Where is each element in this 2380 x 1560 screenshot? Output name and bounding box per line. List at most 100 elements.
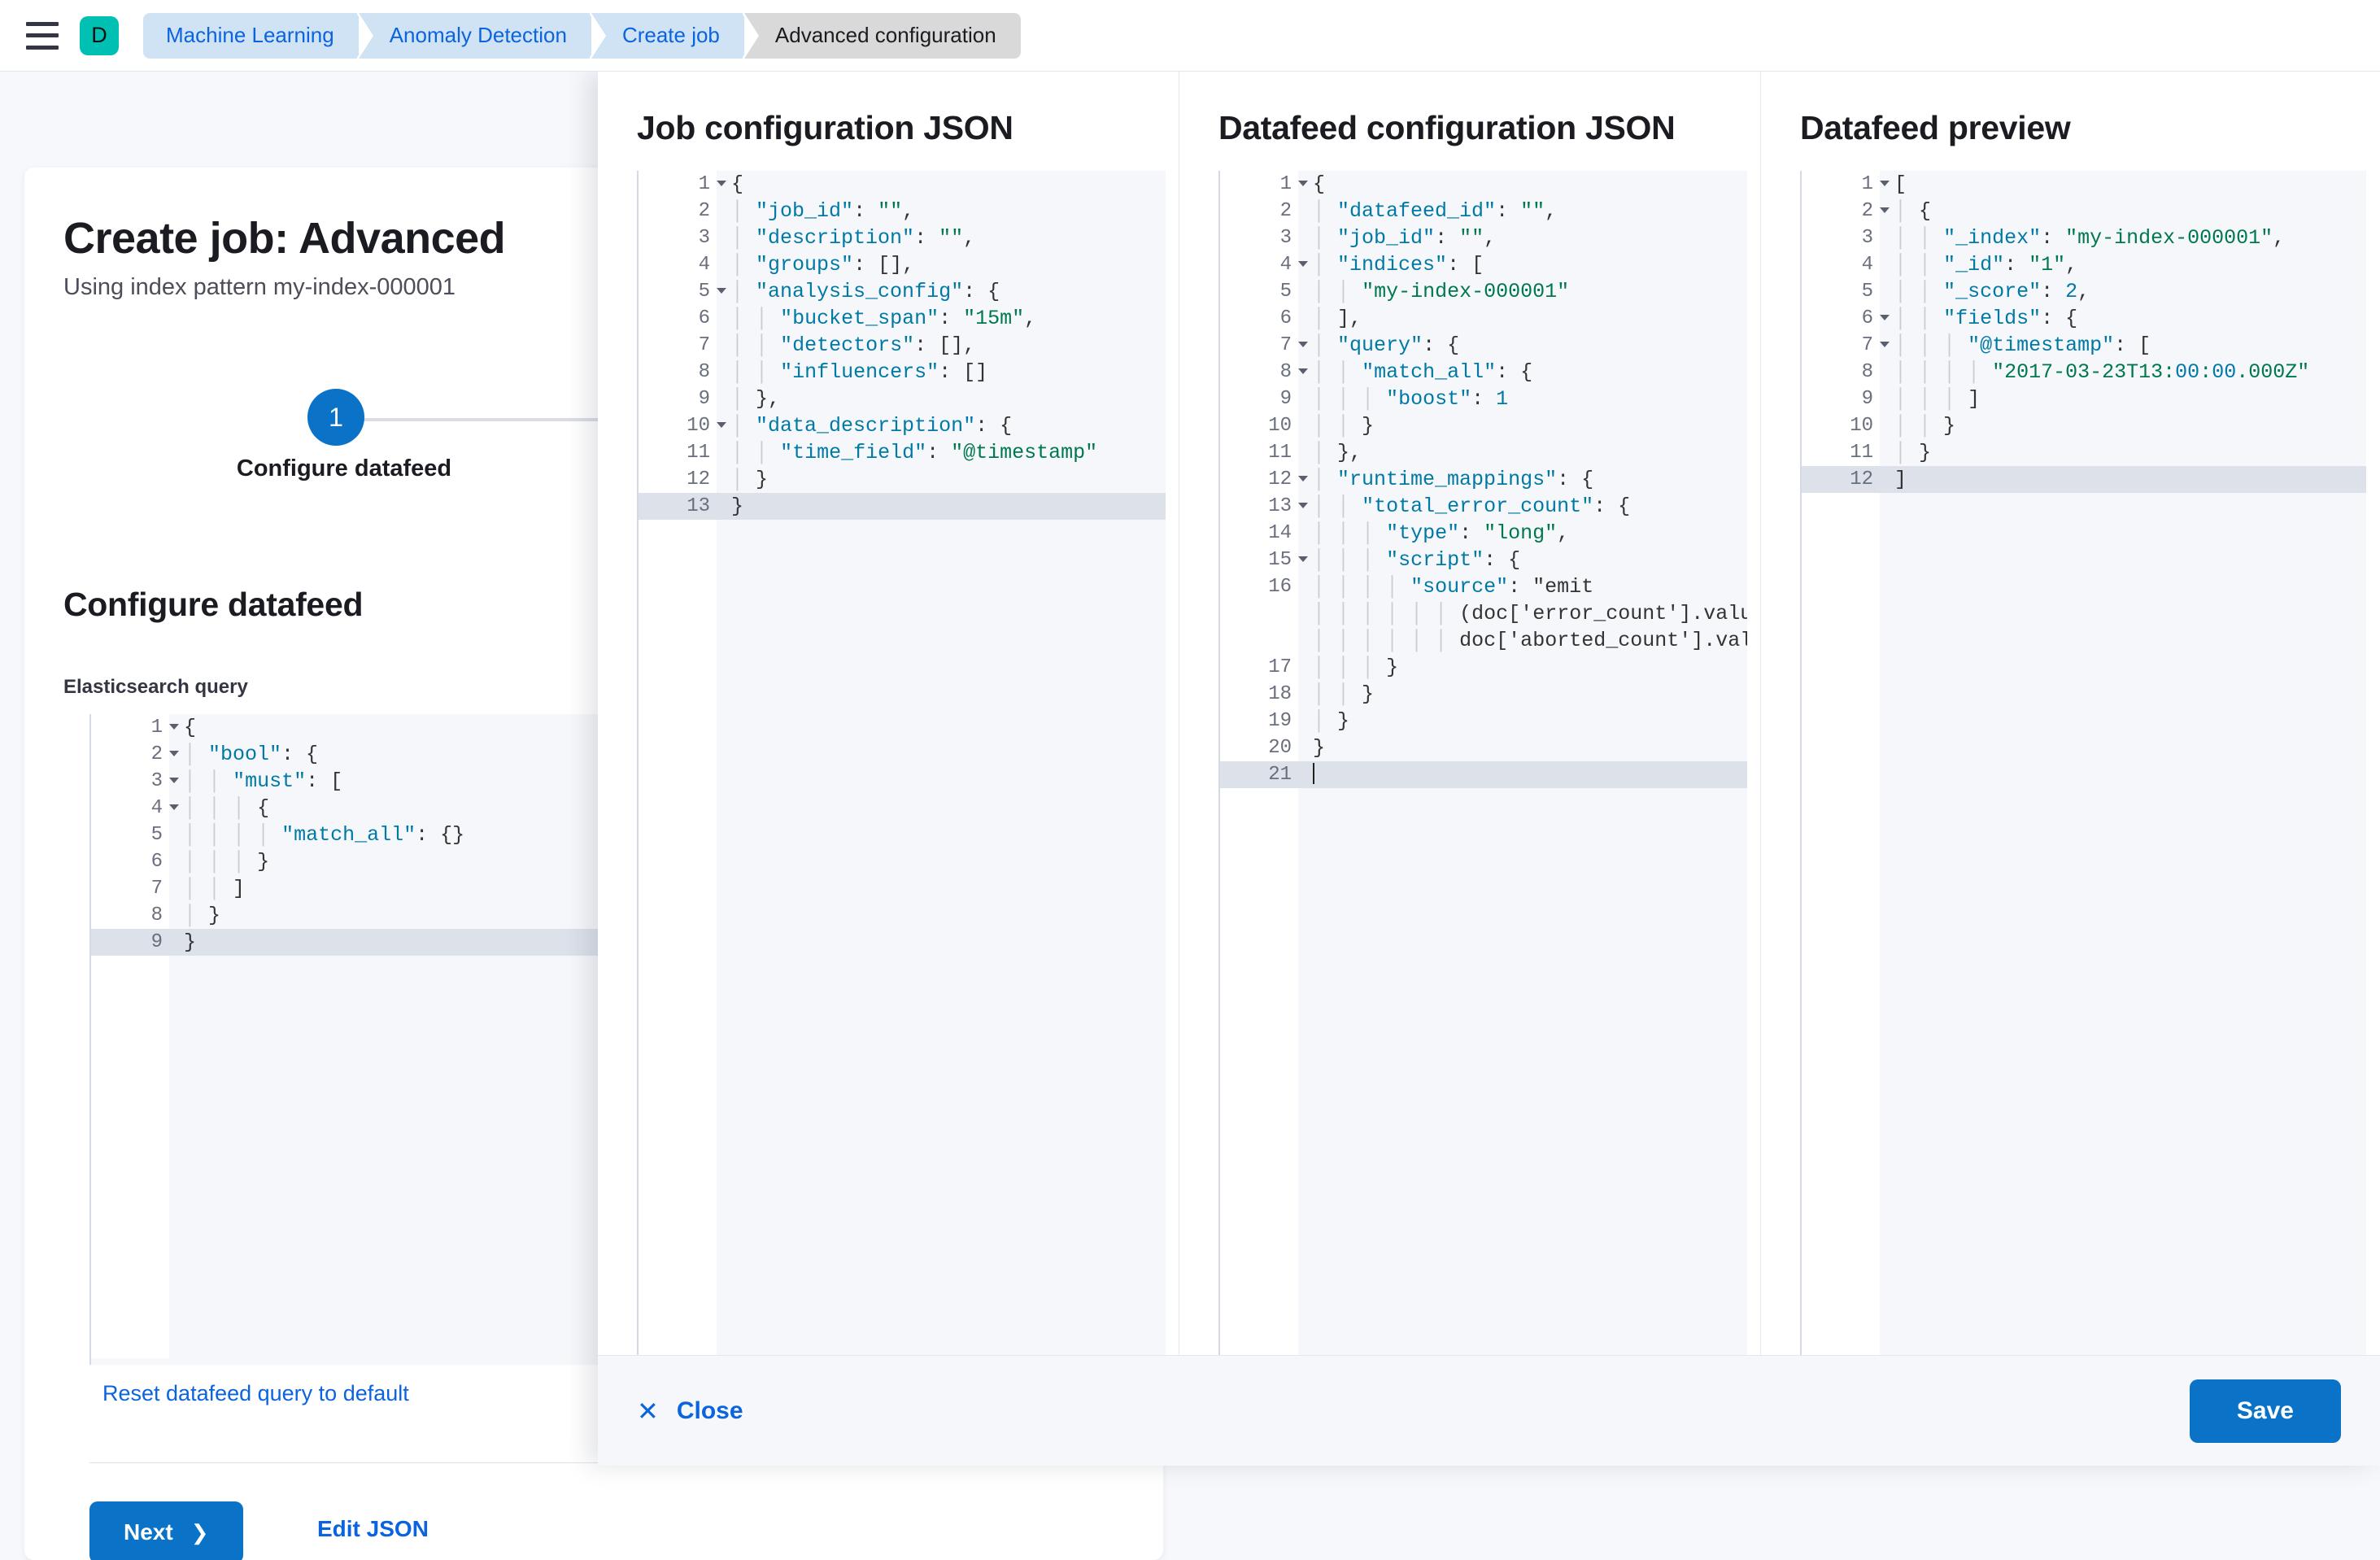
editor-empty-line[interactable]	[1802, 1030, 2366, 1057]
fold-arrow-icon[interactable]	[1880, 315, 1890, 320]
editor-line[interactable]: 17│ │ │ }	[1220, 654, 1747, 681]
editor-line[interactable]: 16│ │ │ │ "source": "emit	[1220, 573, 1747, 600]
editor-line[interactable]: 10│ │ }	[1220, 412, 1747, 439]
fold-arrow-icon[interactable]	[1880, 181, 1890, 186]
editor-line[interactable]: 21	[1220, 761, 1747, 788]
editor-empty-line[interactable]	[1220, 1003, 1747, 1030]
editor-line[interactable]: 1{	[639, 171, 1166, 198]
editor-empty-line[interactable]	[639, 976, 1166, 1003]
editor-line[interactable]: 12│ "runtime_mappings": {	[1220, 466, 1747, 493]
editor-empty-line[interactable]	[639, 1352, 1166, 1355]
editor-empty-line[interactable]	[639, 1271, 1166, 1298]
editor-empty-line[interactable]	[1802, 895, 2366, 922]
editor-empty-line[interactable]	[1802, 734, 2366, 761]
breadcrumb-item-advanced-configuration[interactable]: Advanced configuration	[743, 12, 1021, 59]
editor-line[interactable]: 5│ │ "_score": 2,	[1802, 278, 2366, 305]
editor-line[interactable]: 18│ │ }	[1220, 681, 1747, 708]
editor-empty-line[interactable]	[639, 547, 1166, 573]
editor-line[interactable]: 1{	[91, 714, 1139, 741]
editor-line[interactable]: 6│ │ "fields": {	[1802, 305, 2366, 332]
editor-empty-line[interactable]	[1802, 1137, 2366, 1164]
editor-line[interactable]: 10│ "data_description": {	[639, 412, 1166, 439]
editor-line[interactable]: 15│ │ │ "script": {	[1220, 547, 1747, 573]
editor-empty-line[interactable]	[1220, 815, 1747, 842]
editor-line[interactable]: 7│ │ ]	[91, 875, 1139, 902]
editor-line[interactable]: 4│ "indices": [	[1220, 251, 1747, 278]
editor-empty-line[interactable]	[1220, 922, 1747, 949]
breadcrumb-item-machine-learning[interactable]: Machine Learning	[143, 12, 371, 59]
editor-line[interactable]: 5│ "analysis_config": {	[639, 278, 1166, 305]
fold-arrow-icon[interactable]	[1880, 207, 1890, 213]
fold-arrow-icon[interactable]	[717, 181, 726, 186]
editor-line[interactable]: │ │ │ │ │ │ (doc['error_count'].value +	[1220, 600, 1747, 627]
editor-line[interactable]: 6│ │ │ }	[91, 848, 1139, 875]
job-configuration-json-editor[interactable]: 1{2│ "job_id": "",3│ "description": "",4…	[637, 171, 1166, 1355]
fold-arrow-icon[interactable]	[1298, 342, 1308, 347]
editor-empty-line[interactable]	[639, 1083, 1166, 1110]
editor-empty-line[interactable]	[1220, 949, 1747, 976]
editor-empty-line[interactable]	[1802, 1271, 2366, 1298]
fold-arrow-icon[interactable]	[717, 288, 726, 294]
editor-line[interactable]: 19│ }	[1220, 708, 1747, 734]
editor-empty-line[interactable]	[1802, 1218, 2366, 1244]
breadcrumb-item-create-job[interactable]: Create job	[591, 12, 756, 59]
editor-line[interactable]: 8│ │ "influencers": []	[639, 359, 1166, 386]
editor-line[interactable]: 12│ }	[639, 466, 1166, 493]
editor-empty-line[interactable]	[639, 600, 1166, 627]
editor-empty-line[interactable]	[1802, 1164, 2366, 1191]
editor-line[interactable]: 10│ │ }	[1802, 412, 2366, 439]
editor-empty-line[interactable]	[1220, 1083, 1747, 1110]
editor-empty-line[interactable]	[1802, 1298, 2366, 1325]
editor-empty-line[interactable]	[1220, 1352, 1747, 1355]
editor-line[interactable]: 4│ "groups": [],	[639, 251, 1166, 278]
editor-empty-line[interactable]	[1220, 788, 1747, 815]
editor-empty-line[interactable]	[639, 708, 1166, 734]
editor-line[interactable]: 9│ │ │ ]	[1802, 386, 2366, 412]
close-button[interactable]: ✕ Close	[637, 1396, 743, 1427]
editor-line[interactable]: 7│ "query": {	[1220, 332, 1747, 359]
editor-empty-line[interactable]	[1802, 1325, 2366, 1352]
editor-empty-line[interactable]	[1802, 1003, 2366, 1030]
hamburger-menu-icon[interactable]	[26, 21, 59, 50]
editor-line[interactable]: 7│ │ │ "@timestamp": [	[1802, 332, 2366, 359]
editor-line[interactable]: 11│ }	[1802, 439, 2366, 466]
editor-empty-line[interactable]	[639, 681, 1166, 708]
breadcrumb-item-anomaly-detection[interactable]: Anomaly Detection	[358, 12, 604, 59]
editor-empty-line[interactable]	[1220, 842, 1747, 869]
editor-empty-line[interactable]	[1220, 1325, 1747, 1352]
fold-arrow-icon[interactable]	[1880, 342, 1890, 347]
editor-line[interactable]: 2│ "datafeed_id": "",	[1220, 198, 1747, 224]
space-avatar[interactable]: D	[80, 15, 119, 55]
editor-empty-line[interactable]	[1802, 1352, 2366, 1355]
editor-empty-line[interactable]	[1220, 1137, 1747, 1164]
editor-empty-line[interactable]	[1220, 1164, 1747, 1191]
editor-line[interactable]: 3│ "job_id": "",	[1220, 224, 1747, 251]
editor-empty-line[interactable]	[639, 1030, 1166, 1057]
editor-line[interactable]: 3│ "description": "",	[639, 224, 1166, 251]
editor-empty-line[interactable]	[639, 1057, 1166, 1083]
editor-empty-line[interactable]	[1802, 761, 2366, 788]
editor-line[interactable]: 11│ │ "time_field": "@timestamp"	[639, 439, 1166, 466]
editor-line[interactable]: 11│ },	[1220, 439, 1747, 466]
next-button[interactable]: Next ❯	[89, 1501, 243, 1560]
editor-line[interactable]: 6│ │ "bucket_span": "15m",	[639, 305, 1166, 332]
editor-empty-line[interactable]	[639, 788, 1166, 815]
editor-empty-line[interactable]	[1220, 1271, 1747, 1298]
editor-empty-line[interactable]	[1802, 788, 2366, 815]
fold-arrow-icon[interactable]	[1298, 476, 1308, 482]
editor-empty-line[interactable]	[1220, 1244, 1747, 1271]
editor-empty-line[interactable]	[1802, 627, 2366, 654]
editor-line[interactable]: 9│ │ │ "boost": 1	[1220, 386, 1747, 412]
editor-empty-line[interactable]	[1802, 493, 2366, 520]
editor-empty-line[interactable]	[1802, 520, 2366, 547]
editor-line[interactable]: 1{	[1220, 171, 1747, 198]
editor-empty-line[interactable]	[1802, 976, 2366, 1003]
fold-arrow-icon[interactable]	[1298, 503, 1308, 508]
editor-empty-line[interactable]	[1802, 922, 2366, 949]
editor-line[interactable]: 5│ │ │ │ "match_all": {}	[91, 821, 1139, 848]
editor-empty-line[interactable]	[1220, 895, 1747, 922]
editor-empty-line[interactable]	[1802, 1083, 2366, 1110]
editor-line[interactable]: 3│ │ "_index": "my-index-000001",	[1802, 224, 2366, 251]
editor-empty-line[interactable]	[639, 1191, 1166, 1218]
save-button[interactable]: Save	[2189, 1379, 2341, 1443]
